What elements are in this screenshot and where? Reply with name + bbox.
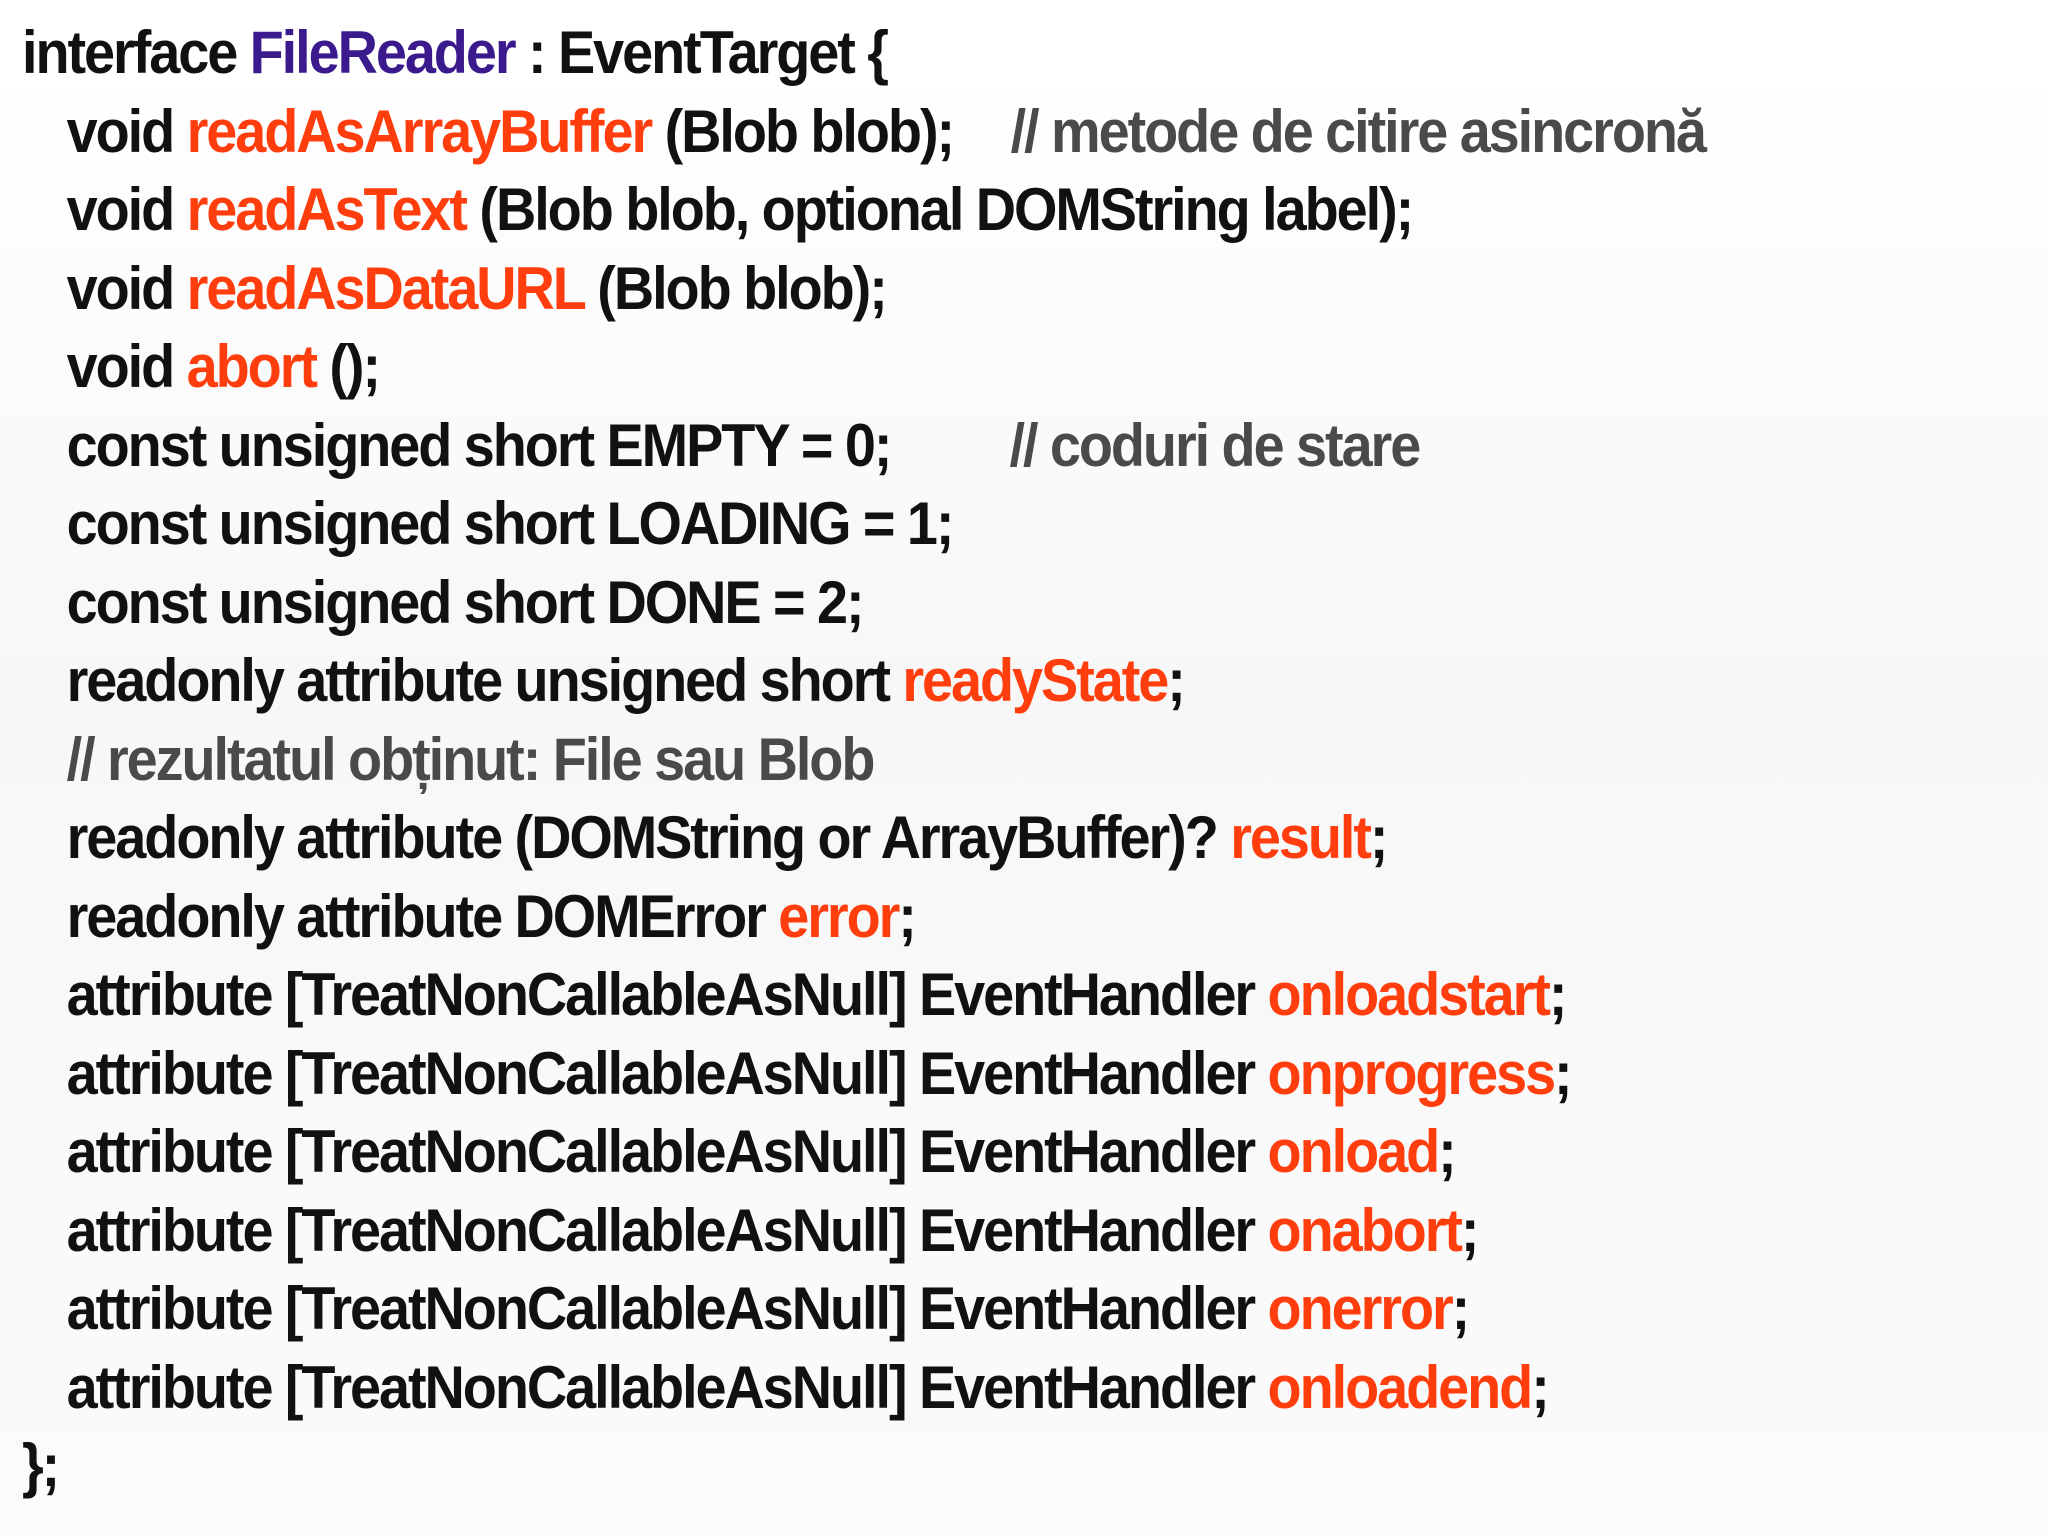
code-token: (Blob blob);: [583, 254, 887, 322]
code-line: void abort ();: [22, 328, 1705, 407]
code-line: attribute [TreatNonCallableAsNull] Event…: [22, 1113, 1705, 1192]
code-token: readonly attribute DOMError: [66, 882, 779, 950]
code-line: // rezultatul obținut: File sau Blob: [22, 721, 1705, 800]
member-name: readAsText: [186, 176, 468, 243]
code-token: attribute [TreatNonCallableAsNull] Event…: [66, 961, 1268, 1028]
code-token: (Blob blob);: [651, 97, 955, 165]
code-token: const unsigned short LOADING = 1;: [66, 490, 955, 557]
code-token: ;: [898, 882, 917, 950]
code-comment: // coduri de stare: [1009, 411, 1422, 479]
member-name: readAsArrayBuffer: [186, 97, 654, 165]
code-token: ;: [1167, 647, 1186, 714]
code-line: attribute [TreatNonCallableAsNull] Event…: [22, 1192, 1705, 1271]
code-token: void: [66, 254, 187, 322]
code-token: ;: [1369, 804, 1389, 871]
code-token: attribute [TreatNonCallableAsNull] Event…: [66, 1196, 1268, 1264]
code-line: };: [22, 1427, 1705, 1506]
member-name: error: [778, 882, 900, 950]
code-line: interface FileReader : EventTarget {: [22, 14, 1705, 93]
code-line: attribute [TreatNonCallableAsNull] Event…: [22, 1349, 1705, 1428]
code-token: ;: [1531, 1353, 1550, 1421]
code-token: attribute [TreatNonCallableAsNull] Event…: [66, 1039, 1268, 1107]
code-token: attribute [TreatNonCallableAsNull] Event…: [66, 1353, 1268, 1421]
code-line: void readAsArrayBuffer (Blob blob); // me…: [22, 93, 1707, 172]
code-token: const unsigned short EMPTY = 0;: [66, 411, 893, 479]
code-token: attribute [TreatNonCallableAsNull] Event…: [66, 1118, 1268, 1185]
code-line: attribute [TreatNonCallableAsNull] Event…: [22, 1270, 1705, 1349]
code-token: readonly attribute (DOMString or ArrayBu…: [66, 804, 1231, 871]
code-line: const unsigned short LOADING = 1;: [22, 485, 1705, 564]
code-token: void: [66, 97, 187, 165]
code-token: readonly attribute unsigned short: [66, 647, 903, 714]
code-token: void: [66, 176, 187, 243]
code-token: ;: [1460, 1196, 1480, 1264]
code-token: };: [22, 1432, 60, 1499]
member-name: readAsDataURL: [186, 254, 586, 322]
code-line: attribute [TreatNonCallableAsNull] Event…: [22, 956, 1705, 1035]
member-name: onprogress: [1267, 1039, 1557, 1107]
code-token: attribute [TreatNonCallableAsNull] Event…: [66, 1275, 1268, 1342]
member-name: onerror: [1267, 1275, 1454, 1342]
code-token: (Blob blob, optional DOMString label);: [465, 176, 1414, 243]
code-token: interface: [22, 19, 250, 86]
code-line: void readAsText (Blob blob, optional DOM…: [22, 171, 1705, 250]
code-token: ;: [1548, 961, 1568, 1028]
code-line: readonly attribute unsigned short readyS…: [22, 642, 1705, 721]
member-name: onload: [1267, 1118, 1441, 1185]
code-line: attribute [TreatNonCallableAsNull] Event…: [22, 1035, 1705, 1114]
member-name: onabort: [1267, 1196, 1463, 1264]
code-token: void: [66, 333, 187, 400]
interface-name: FileReader: [249, 19, 517, 86]
code-comment: // rezultatul obținut: File sau Blob: [66, 725, 876, 793]
code-token: ;: [1451, 1275, 1471, 1342]
code-comment: // metode de citire asincronă: [1010, 97, 1707, 165]
code-token: ;: [1438, 1118, 1457, 1185]
member-name: readyState: [902, 647, 1169, 714]
code-token: : EventTarget {: [514, 19, 889, 86]
code-line: readonly attribute DOMError error;: [22, 878, 1705, 957]
code-line: const unsigned short DONE = 2;: [22, 564, 1705, 643]
code-token: ();: [315, 333, 381, 400]
member-name: result: [1230, 804, 1372, 871]
code-token: const unsigned short DONE = 2;: [66, 568, 865, 636]
member-name: onloadstart: [1267, 961, 1551, 1028]
code-block: interface FileReader : EventTarget {void…: [22, 14, 1707, 1506]
member-name: abort: [186, 333, 318, 400]
member-name: onloadend: [1267, 1353, 1534, 1421]
code-line: const unsigned short EMPTY = 0; // coduri…: [22, 407, 1705, 486]
code-token: ;: [1554, 1039, 1573, 1107]
code-line: readonly attribute (DOMString or ArrayBu…: [22, 799, 1705, 878]
code-line: void readAsDataURL (Blob blob);: [22, 250, 1705, 329]
